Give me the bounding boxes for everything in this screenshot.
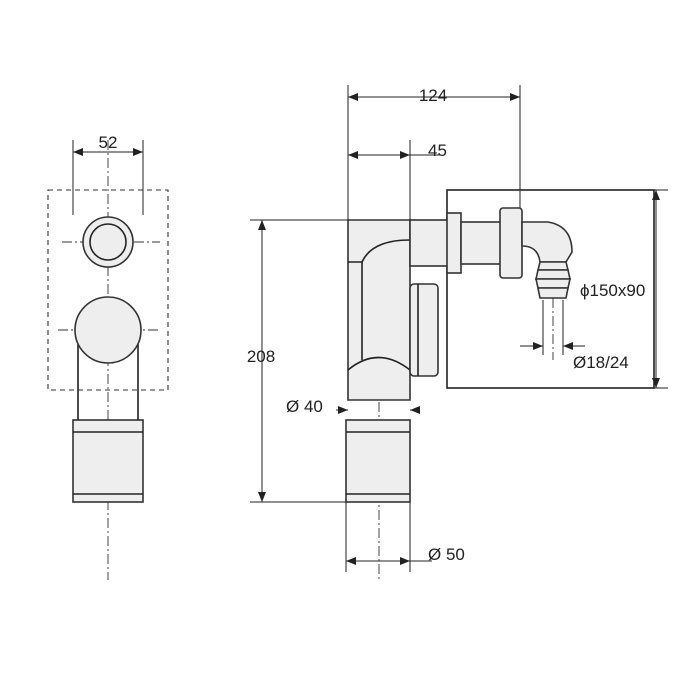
front-box-outline bbox=[47, 189, 169, 391]
trap-lower-bend bbox=[347, 356, 411, 371]
hose-elbow bbox=[521, 221, 573, 263]
trap-elbow bbox=[348, 239, 411, 263]
front-view: 52 bbox=[47, 133, 169, 580]
side-nut bbox=[409, 283, 439, 377]
side-outlet bbox=[345, 419, 411, 503]
hose-connector bbox=[535, 261, 571, 299]
connector-pipe bbox=[409, 219, 453, 267]
dim-208-label: 208 bbox=[247, 347, 275, 366]
front-upper-port-inner bbox=[89, 223, 127, 261]
side-view: Ø18/24 124 45 208 ϕ150x90 Ø 40 Ø 50 bbox=[247, 85, 668, 580]
dim-45-label: 45 bbox=[428, 141, 447, 160]
dim-124-label: 124 bbox=[419, 86, 447, 105]
front-outlet bbox=[72, 419, 144, 503]
connector-thread bbox=[460, 221, 504, 265]
dim-box-label: ϕ150x90 bbox=[580, 281, 645, 300]
dim-hose-label: Ø18/24 bbox=[573, 353, 629, 372]
dim-40-label: Ø 40 bbox=[286, 397, 323, 416]
dim-50-label: Ø 50 bbox=[428, 545, 465, 564]
dim-52-label: 52 bbox=[99, 133, 118, 152]
connector-nut bbox=[499, 207, 523, 279]
front-lower-port bbox=[74, 296, 142, 364]
connector-flange bbox=[446, 212, 462, 274]
trap-body bbox=[347, 219, 411, 401]
